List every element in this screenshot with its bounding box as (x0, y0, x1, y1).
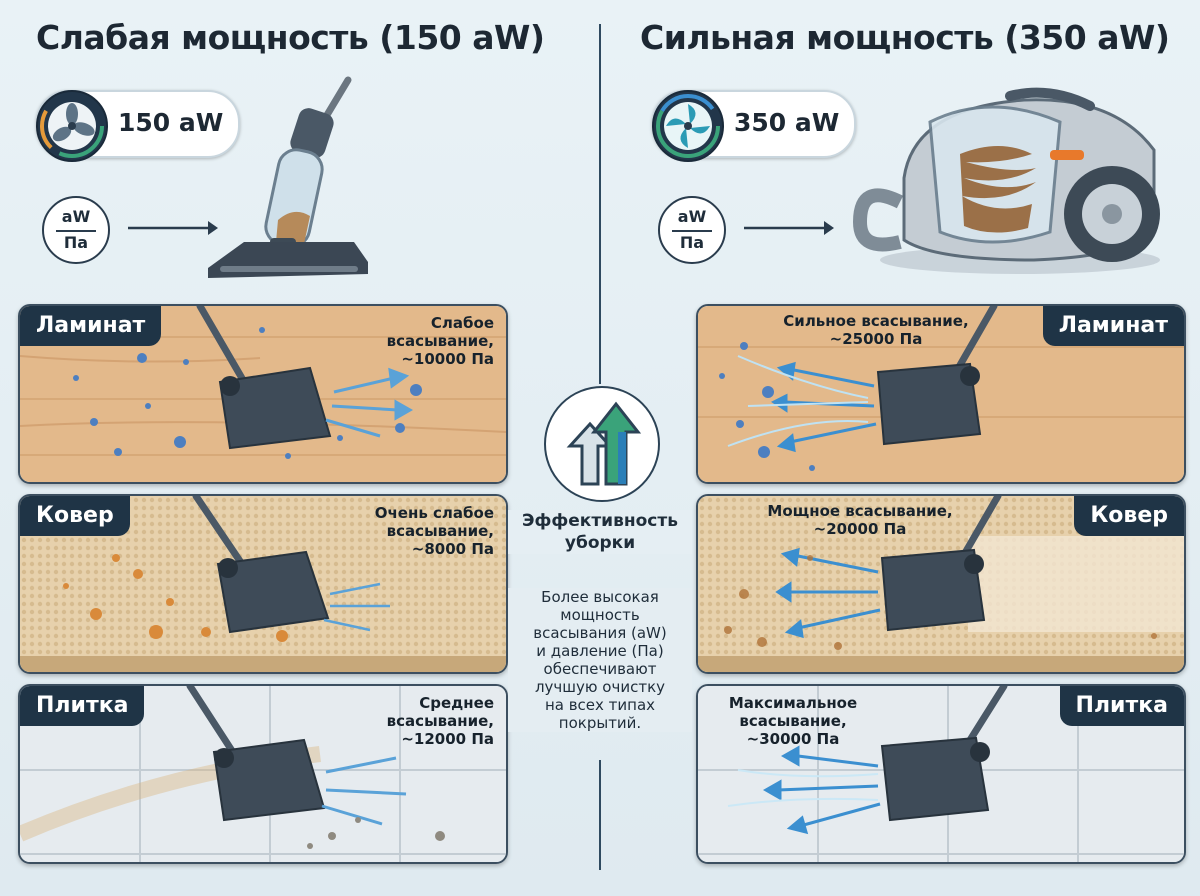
floor-label-carpet: Ковер (1074, 496, 1184, 536)
stick-vacuum-illustration (208, 76, 368, 278)
ratio-denominator: Па (679, 233, 705, 252)
floor-label-tile: Плитка (20, 686, 145, 726)
panel-carpet-right: Ковер Мощное всасывание,~20000 Па (696, 494, 1186, 674)
right-title: Сильная мощность (350 aW) (640, 18, 1170, 57)
panel-laminate-right: Ламинат Сильное всасывание,~25000 Па (696, 304, 1186, 484)
floor-label-laminate: Ламинат (20, 306, 162, 346)
power-badge-right: 350 aW (652, 90, 856, 162)
fan-icon (652, 90, 724, 162)
vertical-divider-lower (599, 760, 601, 870)
canister-vacuum-illustration (852, 87, 1160, 274)
ratio-numerator: aW (61, 207, 91, 226)
ratio-icon-right: aW Па (658, 196, 726, 264)
ratio-denominator: Па (63, 233, 89, 252)
ratio-icon-left: aW Па (42, 196, 110, 264)
fan-icon (36, 90, 108, 162)
vertical-divider (599, 24, 601, 384)
power-badge-label: 150 aW (118, 108, 224, 137)
power-badge-label: 350 aW (734, 108, 840, 137)
ratio-numerator: aW (677, 207, 707, 226)
arrow-right-icon (744, 221, 834, 235)
left-title: Слабая мощность (150 aW) (36, 18, 545, 57)
suction-label: Мощное всасывание,~20000 Па (767, 502, 953, 538)
floor-label-laminate: Ламинат (1042, 306, 1184, 346)
floor-label-tile: Плитка (1059, 686, 1184, 726)
power-badge-left: 150 aW (36, 90, 240, 162)
efficiency-arrows-icon (544, 386, 660, 502)
suction-label: Сильное всасывание,~25000 Па (783, 312, 969, 348)
floor-label-carpet: Ковер (20, 496, 130, 536)
arrow-right-icon (128, 221, 218, 235)
